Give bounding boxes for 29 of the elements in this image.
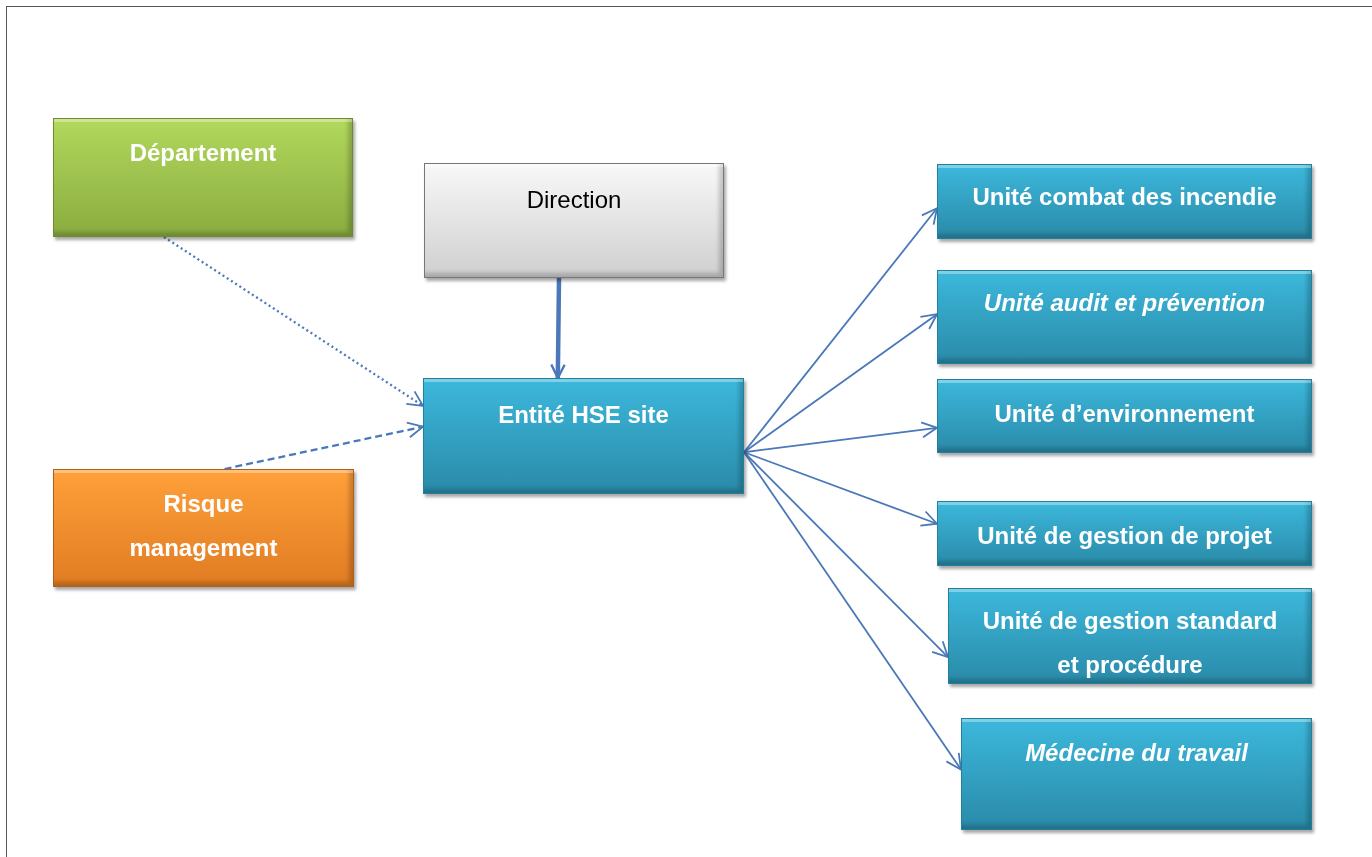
arrow bbox=[550, 277, 566, 380]
arrow bbox=[743, 313, 938, 454]
unit-box bbox=[948, 588, 1312, 684]
node-label: Unité audit et prévention bbox=[982, 288, 1267, 318]
node-label: Unité de gestion de projet bbox=[976, 521, 1273, 551]
node-label: Entité HSE site bbox=[497, 400, 670, 430]
arrow bbox=[743, 207, 938, 454]
arrow bbox=[743, 421, 938, 454]
arrow bbox=[743, 451, 962, 771]
unit-box bbox=[937, 379, 1312, 453]
risk-box bbox=[53, 469, 354, 587]
unit-box bbox=[937, 164, 1312, 239]
arrow bbox=[224, 421, 424, 471]
department-box bbox=[53, 118, 353, 237]
direction-box bbox=[424, 163, 724, 278]
arrow bbox=[163, 236, 424, 407]
node-label: Département bbox=[128, 138, 278, 168]
arrow bbox=[743, 451, 938, 527]
unit-box bbox=[937, 270, 1312, 364]
unit-box bbox=[937, 501, 1312, 566]
node-label: Unité d’environnement bbox=[993, 399, 1256, 429]
node-label: Direction bbox=[525, 185, 623, 215]
arrow bbox=[743, 451, 949, 658]
node-label: Unité combat des incendie bbox=[971, 182, 1278, 212]
unit-box bbox=[423, 378, 744, 494]
node-label: Risque management bbox=[128, 489, 279, 563]
node-label: Médecine du travail bbox=[1024, 738, 1250, 768]
unit-box bbox=[961, 718, 1312, 830]
node-label: Unité de gestion standard et procédure bbox=[981, 606, 1279, 680]
